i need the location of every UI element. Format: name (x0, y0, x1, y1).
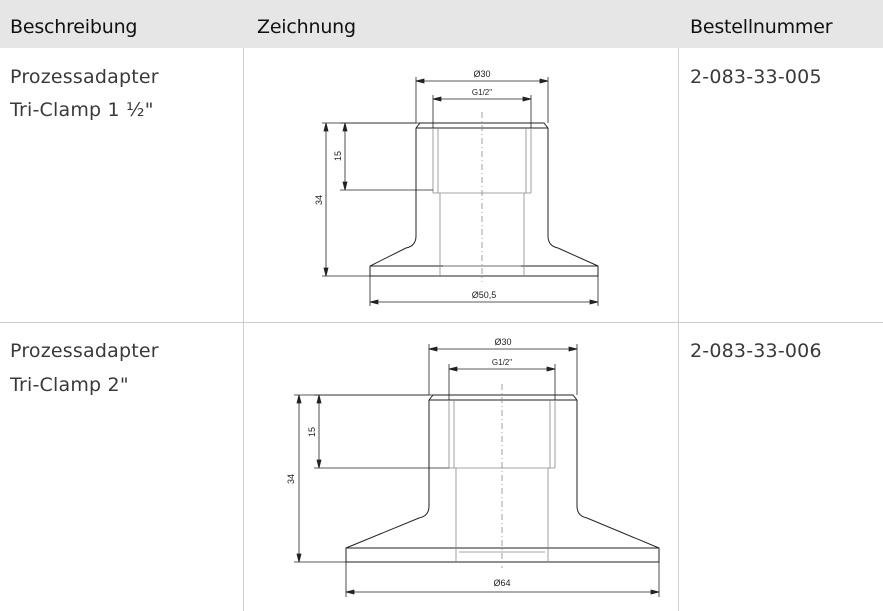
header-drawing: Zeichnung (257, 16, 356, 38)
row2-description-line1: Prozessadapter (10, 340, 159, 362)
row1-dim-height: 34 (314, 195, 324, 205)
row1-description-line1: Prozessadapter (10, 66, 159, 88)
row2-dim-top: Ø30 (494, 337, 511, 347)
row2-dim-thread-depth: 15 (307, 427, 317, 437)
row2-dim-thread: G1/2" (492, 358, 512, 367)
header-order-number: Bestellnummer (690, 16, 833, 38)
row1-dim-thread: G1/2" (472, 88, 492, 97)
header-description: Beschreibung (10, 16, 138, 38)
row2-order-number: 2-083-33-006 (690, 340, 822, 362)
row2-description-line2: Tri-Clamp 2" (10, 374, 129, 396)
row1-dim-bottom: Ø50,5 (472, 290, 497, 300)
column-divider (243, 48, 244, 611)
row2-dim-height: 34 (286, 474, 296, 484)
row1-description-line2: Tri-Clamp 1 ½" (10, 99, 154, 121)
row1-dim-top: Ø30 (473, 69, 490, 79)
table-header: Beschreibung Zeichnung Bestellnummer (0, 0, 883, 48)
row-divider (0, 322, 883, 323)
row1-order-number: 2-083-33-005 (690, 66, 822, 88)
column-divider (678, 48, 679, 611)
row1-dim-thread-depth: 15 (333, 151, 343, 161)
row2-dim-bottom: Ø64 (493, 578, 510, 588)
